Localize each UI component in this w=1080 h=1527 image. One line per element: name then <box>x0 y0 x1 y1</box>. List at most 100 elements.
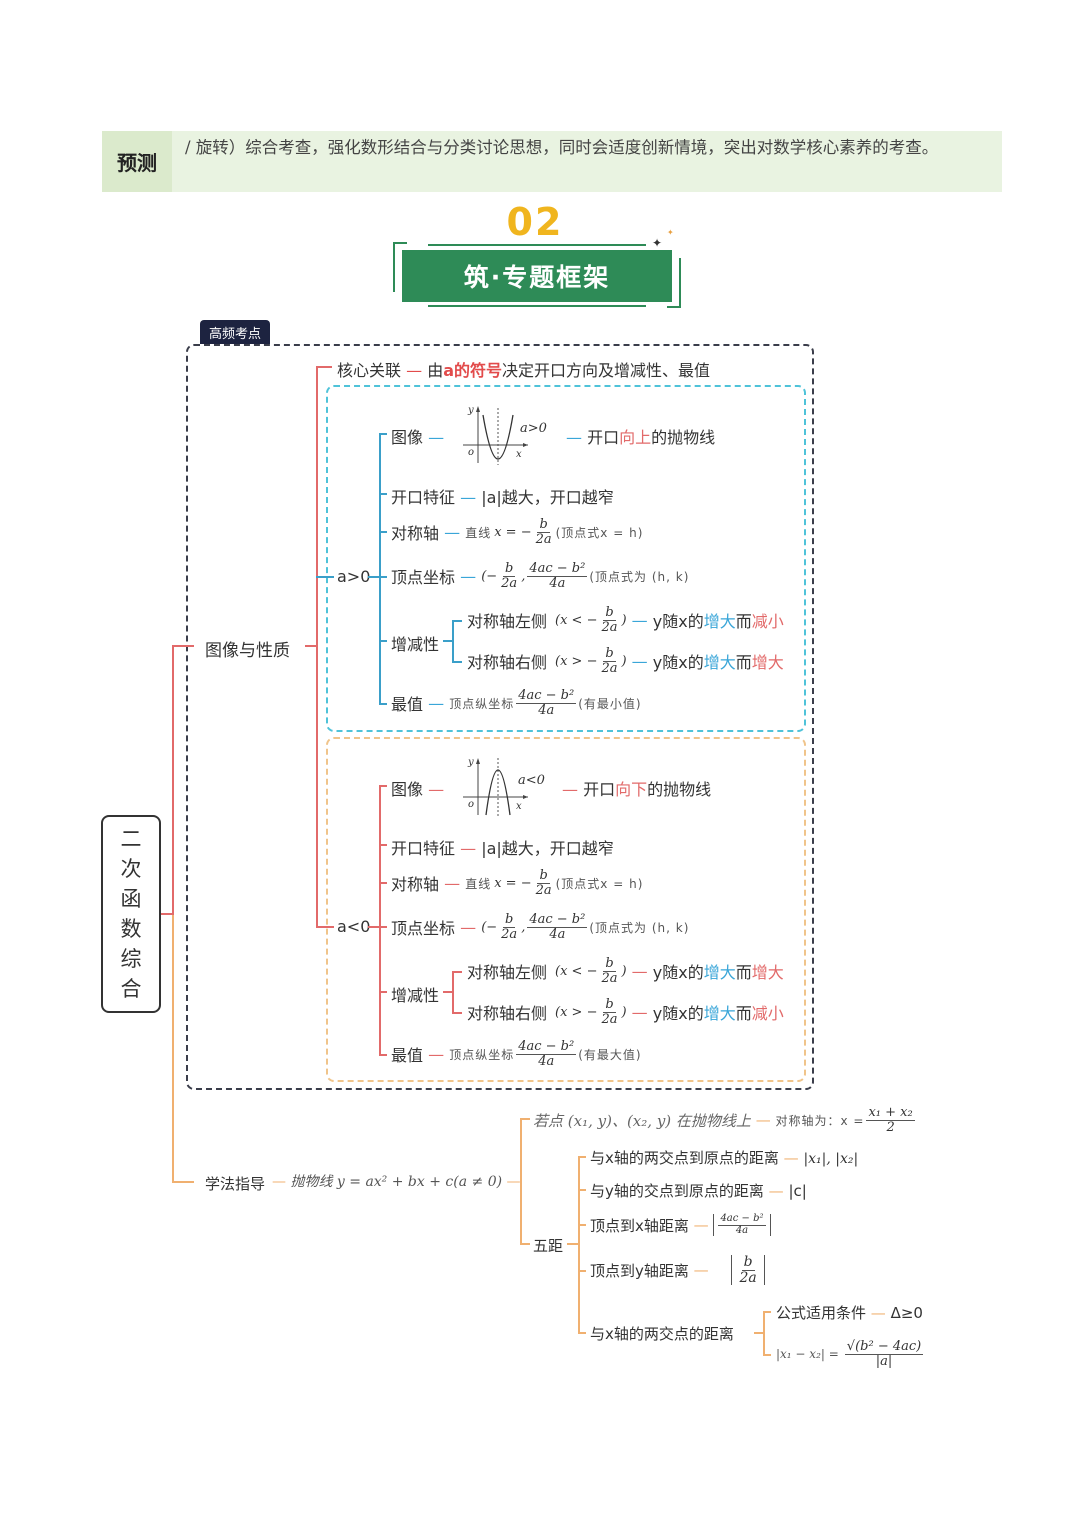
pos-open-row: 开口特征 — |a|越大，开口越窄 <box>391 488 614 507</box>
neg-mono-label: 增减性 <box>391 986 440 1005</box>
negative-a-box <box>326 737 806 1082</box>
svg-text:y: y <box>467 405 474 416</box>
connector <box>763 1311 771 1313</box>
connector <box>754 1332 764 1334</box>
predict-label: 预测 <box>102 131 172 192</box>
connector <box>161 913 173 915</box>
connector <box>379 433 381 704</box>
connector <box>379 991 387 993</box>
connector <box>379 576 387 578</box>
connector <box>452 620 462 622</box>
neg-graph-label: a<0 <box>518 773 545 788</box>
high-frequency-tag: 高频考点 <box>200 320 270 344</box>
predict-banner <box>102 131 1002 192</box>
svg-text:x: x <box>516 801 522 812</box>
connector <box>452 661 462 663</box>
cond-a-negative: a<0 <box>337 917 371 936</box>
connector <box>379 640 387 642</box>
connector <box>368 576 380 578</box>
downward-parabola-graph: y o x <box>463 757 528 817</box>
upward-parabola-graph: y o x <box>463 405 528 465</box>
connector <box>452 971 462 973</box>
section-title: 筑·专题框架 <box>402 250 672 302</box>
connector <box>763 1354 771 1356</box>
root-node: 二 次 函 数 综 合 <box>101 815 161 1013</box>
title-line-bottom <box>428 305 646 307</box>
connector <box>379 531 387 533</box>
connector <box>578 1224 586 1226</box>
svg-text:o: o <box>468 447 474 458</box>
sparkle-icon: ✦ <box>652 236 663 250</box>
pos-graph-label: a>0 <box>520 421 547 436</box>
corner-bracket-left <box>393 242 407 292</box>
method-label: 学法指导 <box>205 1175 266 1193</box>
connector <box>578 1156 580 1333</box>
sparkle-small-icon: ✦ <box>667 228 674 237</box>
section-number: 02 <box>506 200 564 244</box>
core-relation: 核心关联 — 由a的符号决定开口方向及增减性、最值 <box>337 361 711 380</box>
distance-2: 与y轴的交点到原点的距离 — |c| <box>590 1182 807 1200</box>
svg-text:o: o <box>468 799 474 810</box>
connector <box>379 703 387 705</box>
connector <box>452 971 454 1013</box>
positive-a-box <box>326 385 806 732</box>
connector <box>452 1012 462 1014</box>
cond-a-positive: a>0 <box>337 567 371 586</box>
connector <box>443 991 453 993</box>
method-parabola: — 抛物线 y = ax² + bx + c(a ≠ 0) — <box>272 1174 521 1190</box>
branch-image-properties: 图像与性质 <box>205 641 290 661</box>
d5-condition: 公式适用条件 — Δ≥0 <box>776 1304 923 1322</box>
pos-image-row: 图像 — <box>391 428 445 447</box>
connector <box>443 640 453 642</box>
connector <box>567 1243 579 1245</box>
connector <box>520 1118 522 1244</box>
connector <box>578 1270 586 1272</box>
connector <box>379 882 387 884</box>
pos-mono-label: 增减性 <box>391 635 440 654</box>
connector <box>368 926 380 928</box>
d5-formula: |x₁ − x₂| = √(b² − 4ac)|a| <box>776 1338 924 1369</box>
connector <box>379 493 387 495</box>
connector <box>316 576 334 578</box>
connector <box>520 1243 530 1245</box>
sym-row: 若点 (x₁, y)、(x₂, y) 在抛物线上 — 对称轴为：x = x₁ +… <box>533 1104 915 1135</box>
connector <box>172 1181 194 1183</box>
connector <box>578 1332 586 1334</box>
connector <box>379 785 387 787</box>
distance-5: 与x轴的两交点的距离 <box>590 1325 734 1343</box>
svg-text:x: x <box>516 449 522 460</box>
connector <box>379 1054 387 1056</box>
connector <box>316 366 318 927</box>
pos-image-desc: — 开口向上的抛物线 <box>566 428 716 447</box>
connector <box>452 620 454 662</box>
neg-open-row: 开口特征 — |a|越大，开口越窄 <box>391 839 614 858</box>
connector <box>379 926 387 928</box>
connector <box>379 785 381 1055</box>
connector <box>316 926 334 928</box>
corner-bracket-right <box>667 258 681 308</box>
connector <box>172 645 174 915</box>
connector <box>379 433 387 435</box>
connector <box>172 645 194 647</box>
predict-text: / 旋转）综合考查，强化数形结合与分类讨论思想，同时会适度创新情境，突出对数学核… <box>185 138 939 157</box>
connector <box>763 1311 765 1355</box>
connector <box>578 1189 586 1191</box>
connector <box>379 844 387 846</box>
connector <box>305 645 317 647</box>
distance-1: 与x轴的两交点到原点的距离 — |x₁|, |x₂| <box>590 1149 859 1167</box>
connector <box>520 1118 530 1120</box>
title-line-top <box>428 244 646 246</box>
svg-text:y: y <box>467 757 474 768</box>
neg-image-row: 图像 — <box>391 780 445 799</box>
